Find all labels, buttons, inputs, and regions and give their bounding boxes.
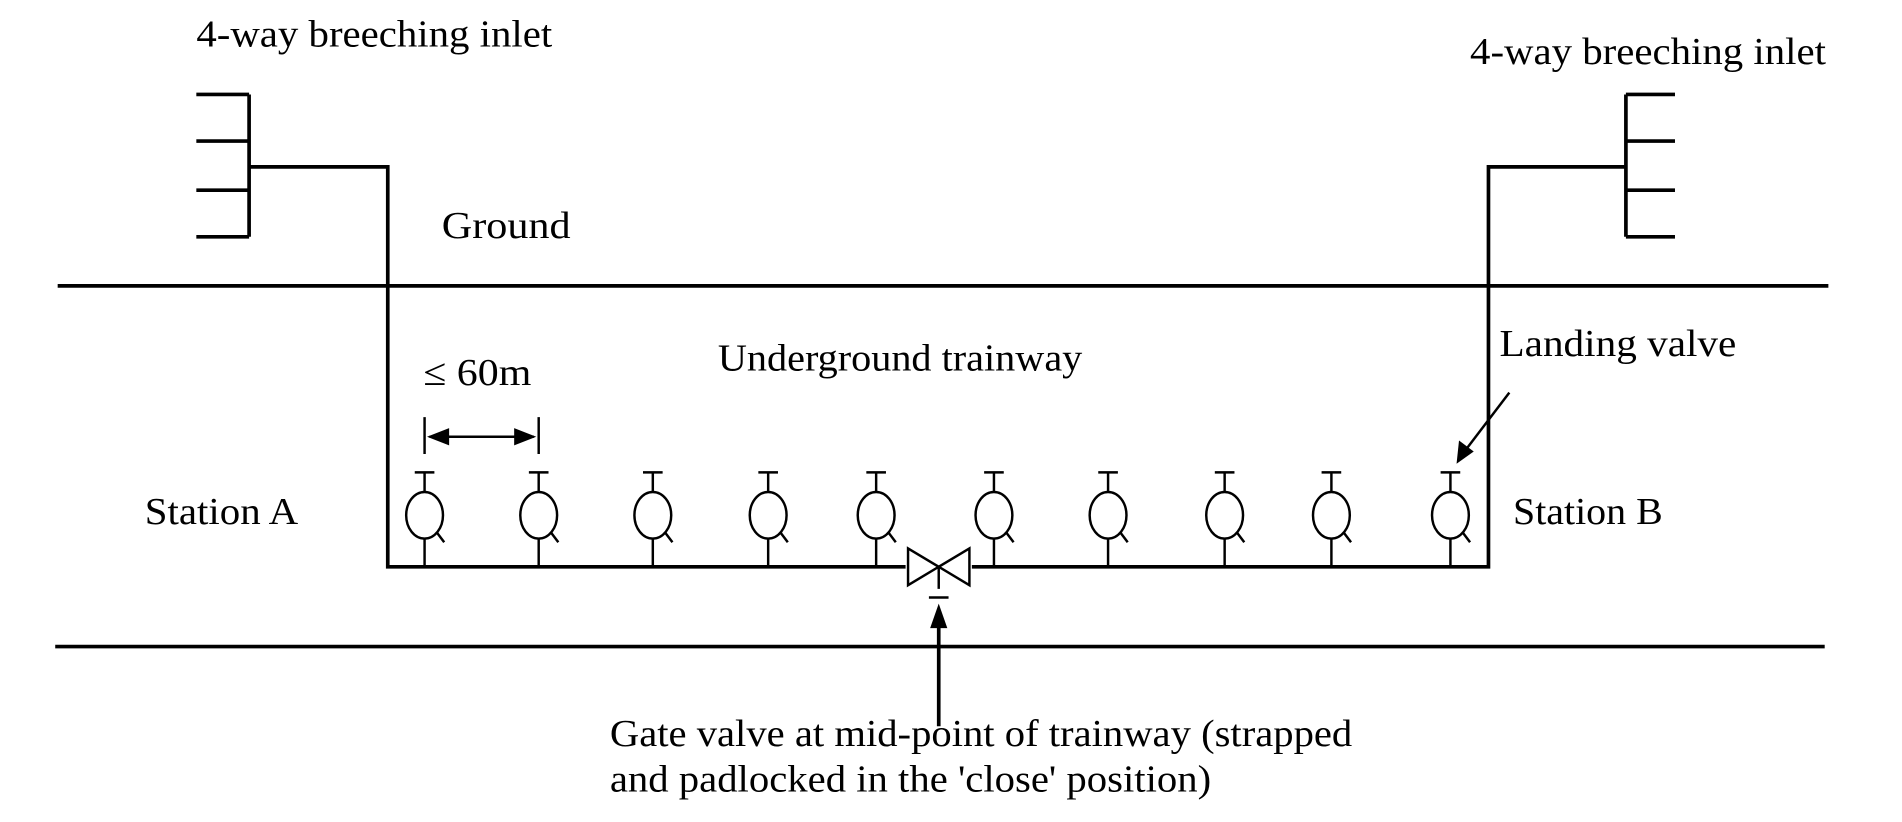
inlet-right-label: 4-way breeching inlet [1470,31,1826,73]
gate-valve-pointer-arrow [930,603,948,727]
landing-valve-icon [1205,471,1246,567]
landing-valve-icon [519,471,560,567]
fire-main-pipe [249,165,1626,569]
landing-valve-icon [633,471,674,567]
gate-valve-label-line2: and padlocked in the 'close' position) [610,758,1211,800]
landing-valve-icon [748,471,789,567]
station-a-label: Station A [145,491,299,533]
trainway-label: Underground trainway [718,338,1082,380]
landing-valve-icon [1088,471,1129,567]
spacing-dimension [423,417,540,454]
landing-valve-icon [404,471,446,567]
station-b-label: Station B [1513,491,1663,533]
landing-valve-pointer-arrow [1456,391,1511,464]
ground-label: Ground [442,205,571,247]
landing-valve-icon [856,471,897,567]
spacing-label: ≤ 60m [423,352,531,394]
landing-valve-icon [1430,471,1472,567]
gate-valve-label-line1: Gate valve at mid-point of trainway (str… [610,713,1352,755]
landing-valve-label: Landing valve [1500,323,1737,365]
gate-valve [906,546,971,599]
inlet-left-label: 4-way breeching inlet [196,14,552,56]
left-breeching-inlet [196,92,251,239]
landing-valves [404,471,1472,567]
landing-valve-icon [974,471,1015,567]
landing-valve-icon [1311,471,1353,567]
right-breeching-inlet [1624,92,1675,239]
